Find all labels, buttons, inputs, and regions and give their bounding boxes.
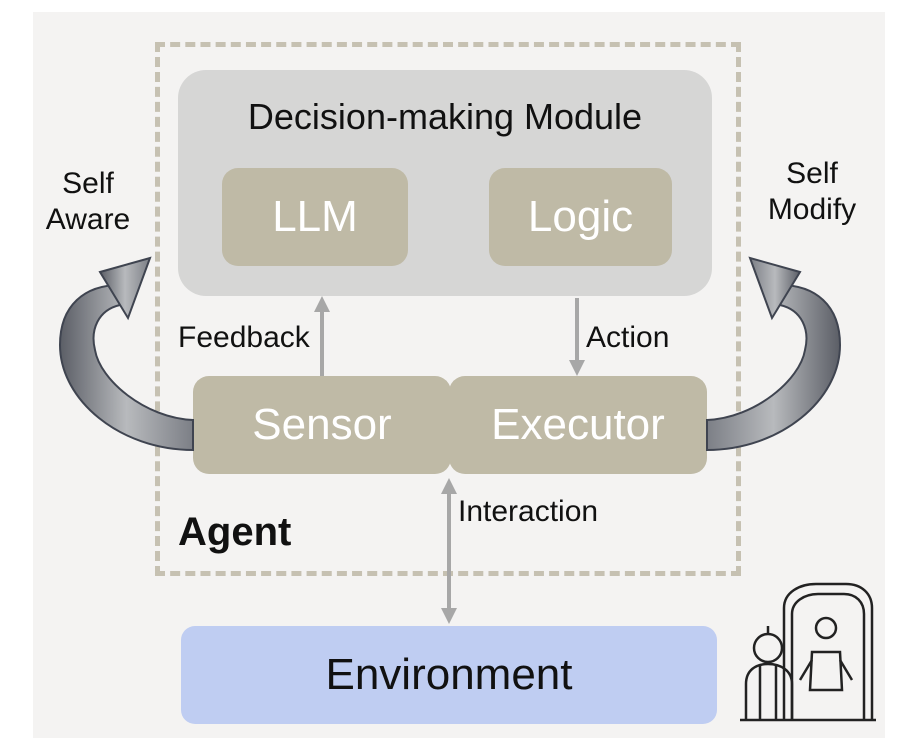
environment-box: Environment — [181, 626, 717, 724]
interaction-arrow — [441, 478, 457, 624]
robot-mirror-icon — [740, 582, 876, 722]
agent-label: Agent — [178, 510, 292, 554]
action-label: Action — [586, 321, 670, 354]
self-modify-line1: Self — [786, 157, 838, 190]
self-aware-label: Self Aware — [40, 166, 136, 238]
logic-box: Logic — [489, 168, 672, 266]
action-arrow — [569, 298, 585, 376]
executor-box: Executor — [449, 376, 707, 474]
llm-box: LLM — [222, 168, 408, 266]
feedback-arrow — [314, 296, 330, 376]
self-modify-line2: Modify — [767, 193, 857, 226]
self-modify-label: Self Modify — [752, 156, 872, 228]
feedback-label: Feedback — [178, 321, 310, 354]
self-aware-curved-arrow — [58, 256, 194, 452]
module-title: Decision-making Module — [247, 96, 643, 137]
sensor-box: Sensor — [193, 376, 451, 474]
interaction-label: Interaction — [458, 495, 599, 528]
self-aware-line2: Aware — [45, 203, 131, 236]
self-modify-curved-arrow — [706, 256, 842, 452]
self-aware-line1: Self — [62, 167, 114, 200]
